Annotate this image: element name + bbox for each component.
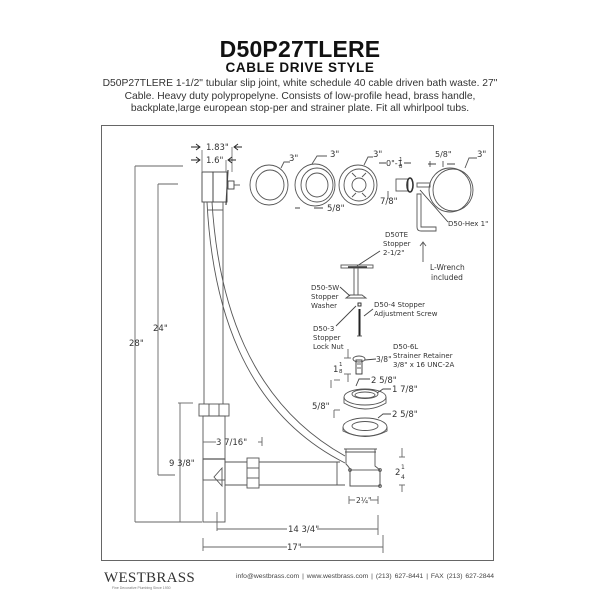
label-retainer-1: D50-6L [393,343,418,351]
dim-ring2: 3" [330,150,339,160]
model-title: D50P27TLERE [219,36,381,62]
dim-retainer-len-den: 8 [339,369,343,375]
strainer-retainer [352,355,366,375]
cable-outer [206,201,346,464]
horizontal-dimension-lines [202,437,384,553]
dim-spacer-dia: 7/8" [380,197,398,207]
label-adj-screw-1: D50-4 Stopper [374,301,425,309]
dim-overflow-height: 24" [153,324,168,334]
label-retainer-3: 3/8" x 16 UNC-2A [393,361,454,369]
label-lwrench-1: L-Wrench [430,263,465,272]
contact-info: info@westbrass.com | www.westbrass.com |… [236,573,495,580]
dim-tee-offset: 3 7/16" [216,438,247,448]
stopper-leader [356,250,381,267]
dim-shoe-height-num: 1 [401,464,405,471]
hex-screw [416,182,431,188]
hex-leader [419,189,449,223]
dim-gasket-outer: 2 5/8" [392,410,418,420]
label-locknut-3: Lock Nut [313,343,344,351]
strainer-flange [343,388,387,410]
backplate [338,164,378,206]
ring3-leader [363,156,373,166]
dim-spacer-range: 0"-1 [386,159,403,168]
locknut-leader [335,305,357,327]
label-retainer-2: Strainer Retainer [393,352,453,360]
gasket-leader [377,413,391,419]
dim-flange-outer: 2 5/8" [371,376,397,386]
ring2-leader [311,155,327,165]
drawing-frame [101,125,494,561]
faceplate-leader [464,157,477,169]
dim-retainer-len-whole: 1 [333,365,338,375]
label-washer-3: Washer [311,302,337,310]
flange-height-dimension [330,379,340,418]
retainer-leader [364,358,377,361]
dim-flange-height: 5/8" [312,402,330,412]
label-stopper-1: D50TE [385,231,408,239]
dim-overall-length: 17" [287,543,302,553]
shoe-height-dimension [399,448,405,492]
dim-overall-height: 28" [129,339,144,349]
dim-flange-inner: 1 7/8" [392,385,418,395]
head-dimension-lines [191,143,242,172]
dim-shoe-height-den: 4 [401,474,405,481]
brand-logo: WESTBRASS [104,570,196,586]
overflow-pipe [198,202,230,523]
dim-faceplate-depth: 5/8" [435,150,452,159]
dim-retainer-dia: 3/8" [376,355,392,364]
drain-pipe [225,457,345,489]
dim-shoe-height-whole: 2 [395,468,400,478]
dim-shoe-width: 2¼" [356,496,372,505]
vertical-dimension-lines [134,165,202,523]
label-washer-1: D50-5W [311,284,339,292]
label-stopper-3: 2-1/2" [383,249,404,257]
dim-head-body: 1.6" [206,156,224,166]
flange-outer-leader [355,378,370,387]
dim-spacer-frac-den: 8 [399,164,403,170]
brand-tagline: Fine Decorative Plumbing Since 1930 [112,586,171,590]
product-description: D50P27TLERE 1-1/2" tubular slip joint, w… [102,78,498,115]
label-lwrench-2: included [431,273,463,282]
adj-screw-leader [363,308,374,317]
trim-ring-2 [294,163,336,207]
dim-ring-spacing: 5/8" [327,204,345,214]
label-adj-screw-2: Adjustment Screw [374,310,438,318]
spacer [387,177,414,199]
faceplate [428,161,474,213]
label-locknut-2: Stopper [313,334,341,342]
dim-faceplate-dia: 3" [477,150,486,160]
label-stopper-2: Stopper [383,240,411,248]
ring1-leader [280,161,290,169]
stopper [340,264,374,299]
label-washer-2: Stopper [311,293,339,301]
dim-ring3: 3" [373,150,382,160]
retainer-length-dimension [344,349,351,382]
flange-inner-leader [376,388,391,394]
label-hex: D50-Hex 1" [448,220,488,228]
overflow-head [201,169,240,206]
label-locknut-1: D50-3 [313,325,334,333]
dim-retainer-len-num: 1 [339,362,343,368]
gasket [342,417,388,437]
style-subtitle: CABLE DRIVE STYLE [225,60,375,75]
drain-shoe [344,448,382,488]
adjustment-screw [357,302,362,337]
dim-spacer-frac-num: 1 [399,157,403,163]
cable-inner [211,201,346,457]
washer-leader [339,286,351,297]
dim-ring1: 3" [289,154,298,164]
l-wrench [416,193,437,262]
trim-ring-1 [249,164,289,206]
dim-drain-run: 14 3/4" [288,525,319,535]
dim-head-overall: 1.83" [206,143,229,153]
dim-tee-height: 9 3/8" [169,459,195,469]
